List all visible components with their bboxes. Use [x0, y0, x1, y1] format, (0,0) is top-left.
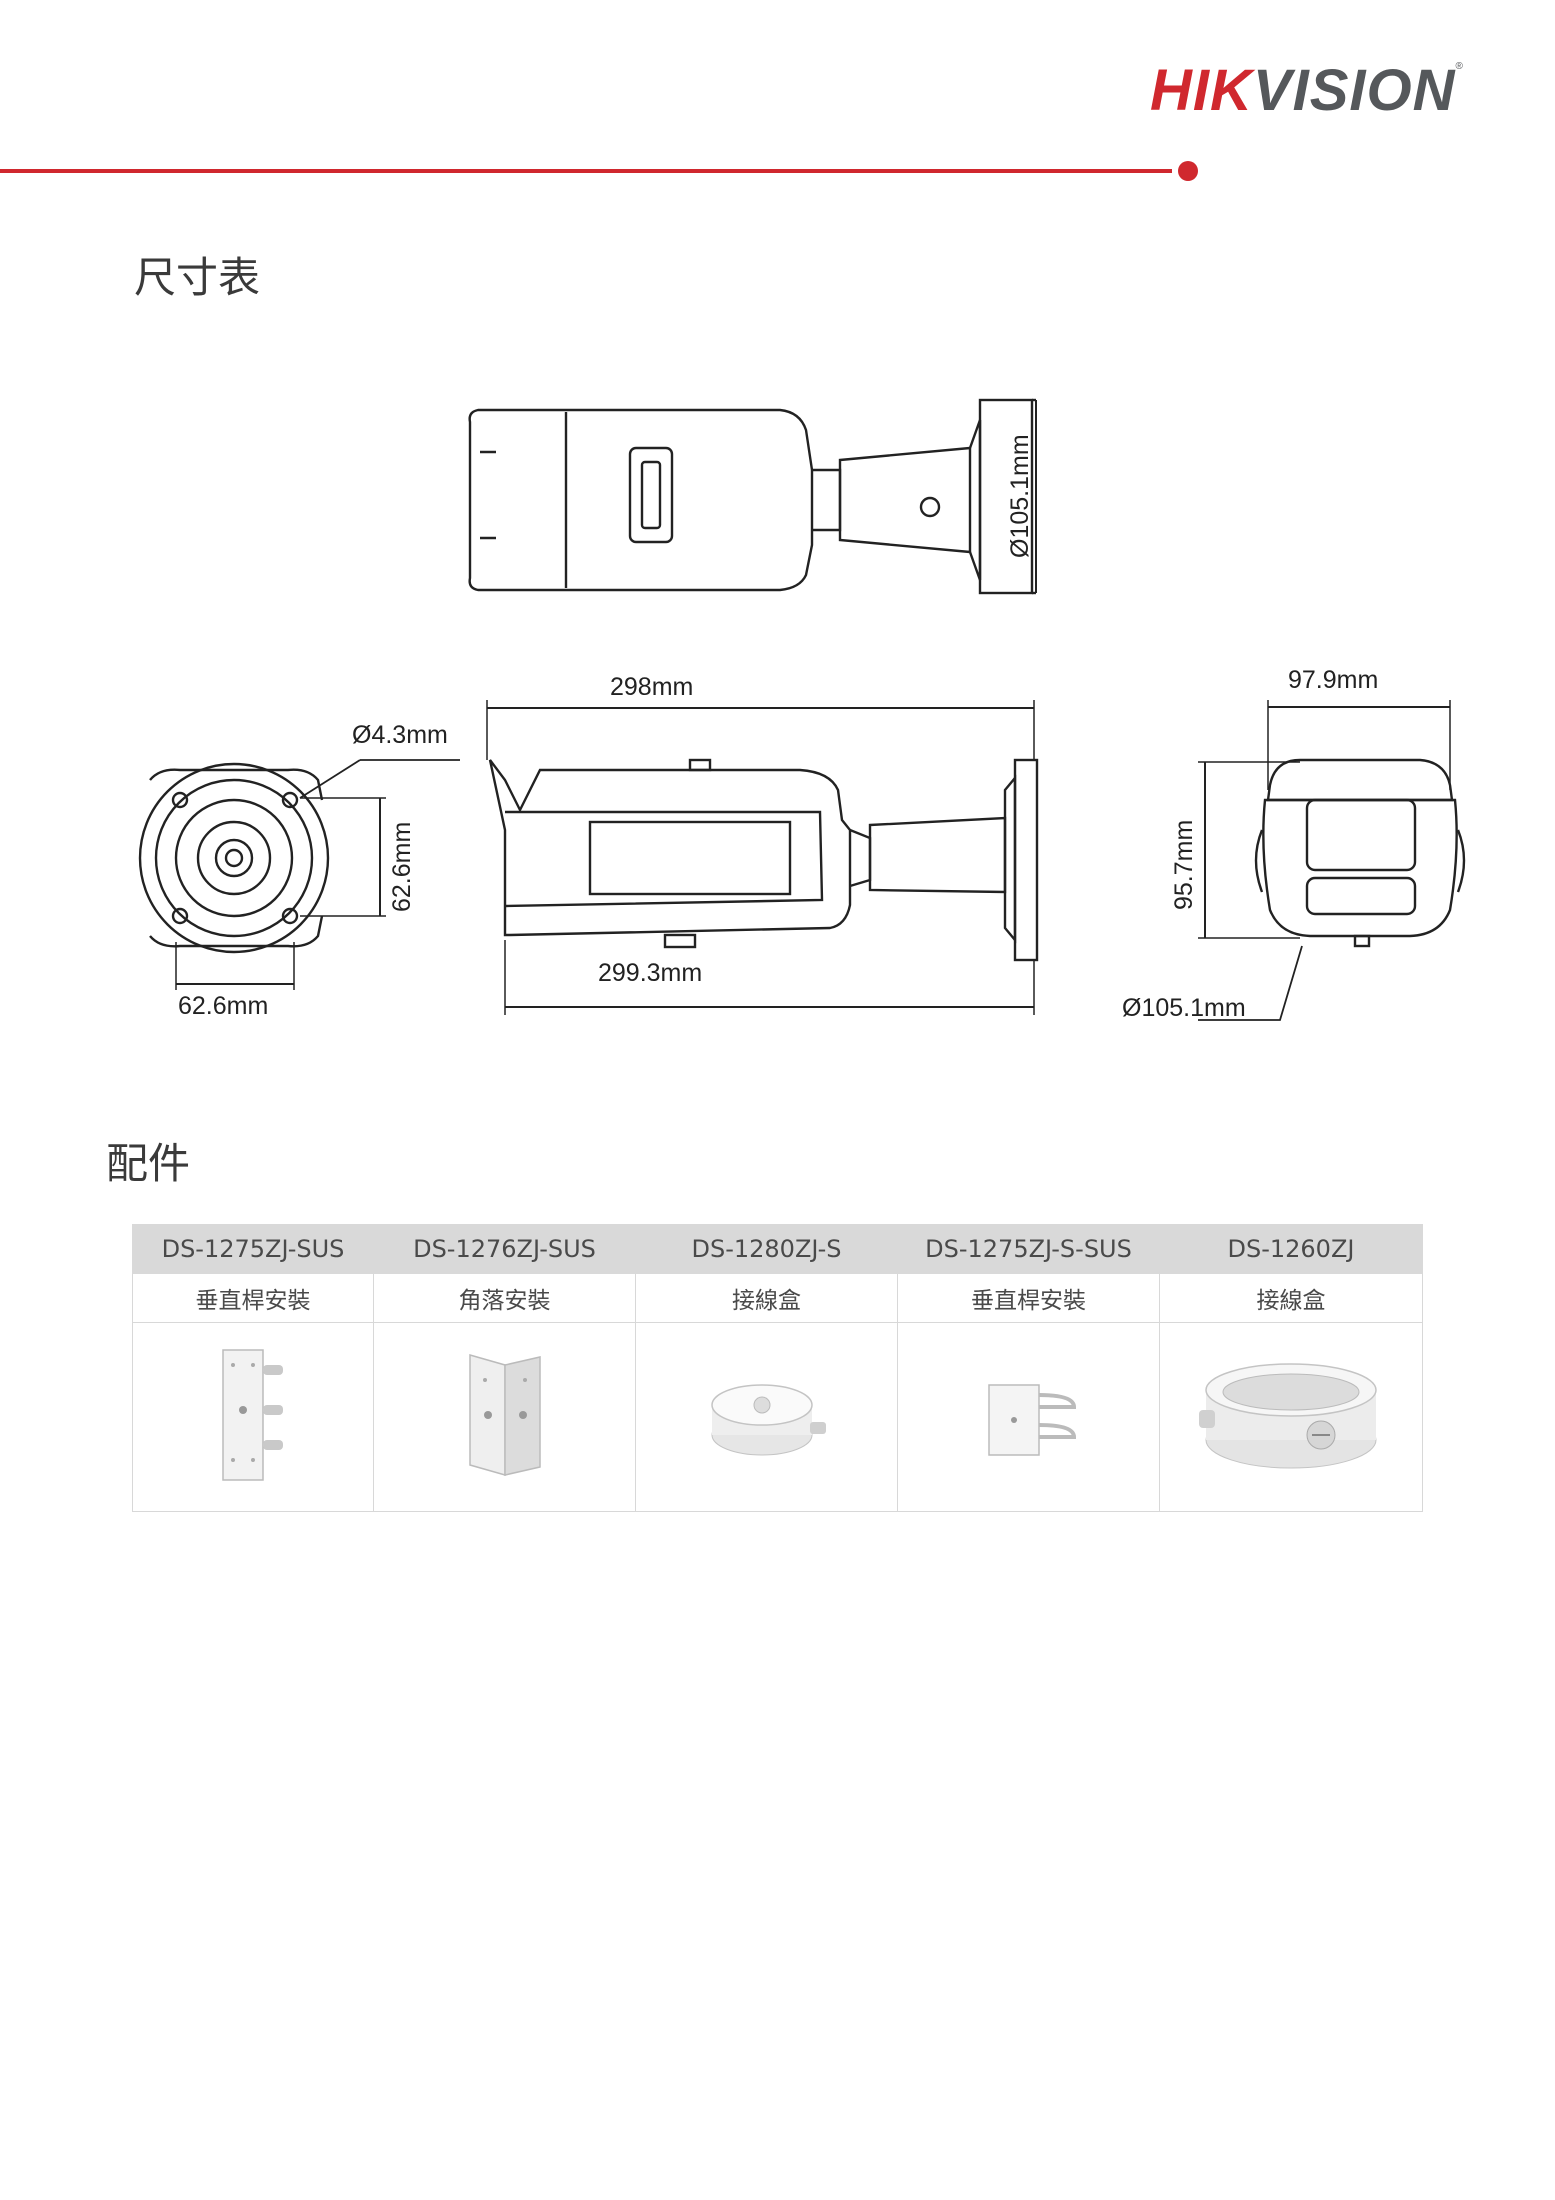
vertical-pole-mount-bracket-icon — [987, 1384, 1076, 1456]
mount-hole-diameter-label: Ø4.3mm — [352, 721, 448, 749]
accessory-image-cell — [132, 1322, 374, 1512]
accessory-type: 垂直桿安裝 — [897, 1273, 1160, 1323]
front-height-label: 62.6mm — [388, 822, 416, 912]
accessory-model: DS-1275ZJ-SUS — [132, 1224, 374, 1274]
side-length-top-label: 298mm — [610, 673, 693, 701]
corner-mount-bracket-icon — [468, 1354, 541, 1476]
junction-box-icon — [1199, 1363, 1377, 1469]
header-divider-dot — [1178, 161, 1198, 181]
accessory-model: DS-1280ZJ-S — [635, 1224, 898, 1274]
accessory-type: 接線盒 — [635, 1273, 898, 1323]
top-view-drawing — [468, 398, 1036, 595]
registered-mark: ® — [1455, 61, 1464, 72]
accessory-image-cell — [1159, 1322, 1423, 1512]
rear-view-drawing — [1254, 758, 1466, 948]
vertical-pole-mount-bracket-icon — [222, 1349, 283, 1481]
accessories-title: 配件 — [106, 1139, 191, 1188]
accessory-model: DS-1260ZJ — [1159, 1224, 1423, 1274]
dimension-drawing: Ø105.1mm Ø4.3mm 62.6mm 62.6mm 298mm 299.… — [138, 398, 1466, 1022]
rear-height-label: 95.7mm — [1170, 820, 1198, 910]
table-row-types: 垂直桿安裝 角落安裝 接線盒 垂直桿安裝 接線盒 — [132, 1273, 1423, 1323]
accessory-type: 垂直桿安裝 — [132, 1273, 374, 1323]
accessory-type: 接線盒 — [1159, 1273, 1423, 1323]
side-length-bottom-label: 299.3mm — [598, 959, 702, 987]
accessories-table: DS-1275ZJ-SUS DS-1276ZJ-SUS DS-1280ZJ-S … — [132, 1224, 1423, 1512]
logo-text-vision: VISION — [1252, 58, 1456, 123]
front-width-label: 62.6mm — [178, 992, 268, 1020]
rear-base-diameter-label: Ø105.1mm — [1122, 994, 1246, 1022]
accessory-model: DS-1275ZJ-S-SUS — [897, 1224, 1160, 1274]
front-view-drawing — [138, 762, 330, 954]
top-flange-diameter-label: Ø105.1mm — [1006, 434, 1034, 558]
table-row-images — [132, 1322, 1423, 1512]
dimensions-title: 尺寸表 — [134, 253, 261, 302]
table-row-models: DS-1275ZJ-SUS DS-1276ZJ-SUS DS-1280ZJ-S … — [132, 1224, 1423, 1274]
accessory-model: DS-1276ZJ-SUS — [373, 1224, 636, 1274]
accessory-image-cell — [635, 1322, 898, 1512]
hikvision-logo: HIKVISION® — [1150, 62, 1464, 120]
junction-box-icon — [710, 1384, 826, 1456]
accessory-image-cell — [897, 1322, 1160, 1512]
accessory-image-cell — [373, 1322, 636, 1512]
logo-text-hik: HIK — [1150, 58, 1253, 123]
rear-width-label: 97.9mm — [1288, 666, 1378, 694]
header-divider — [0, 169, 1172, 173]
side-view-drawing — [488, 758, 1039, 962]
accessory-type: 角落安裝 — [373, 1273, 636, 1323]
